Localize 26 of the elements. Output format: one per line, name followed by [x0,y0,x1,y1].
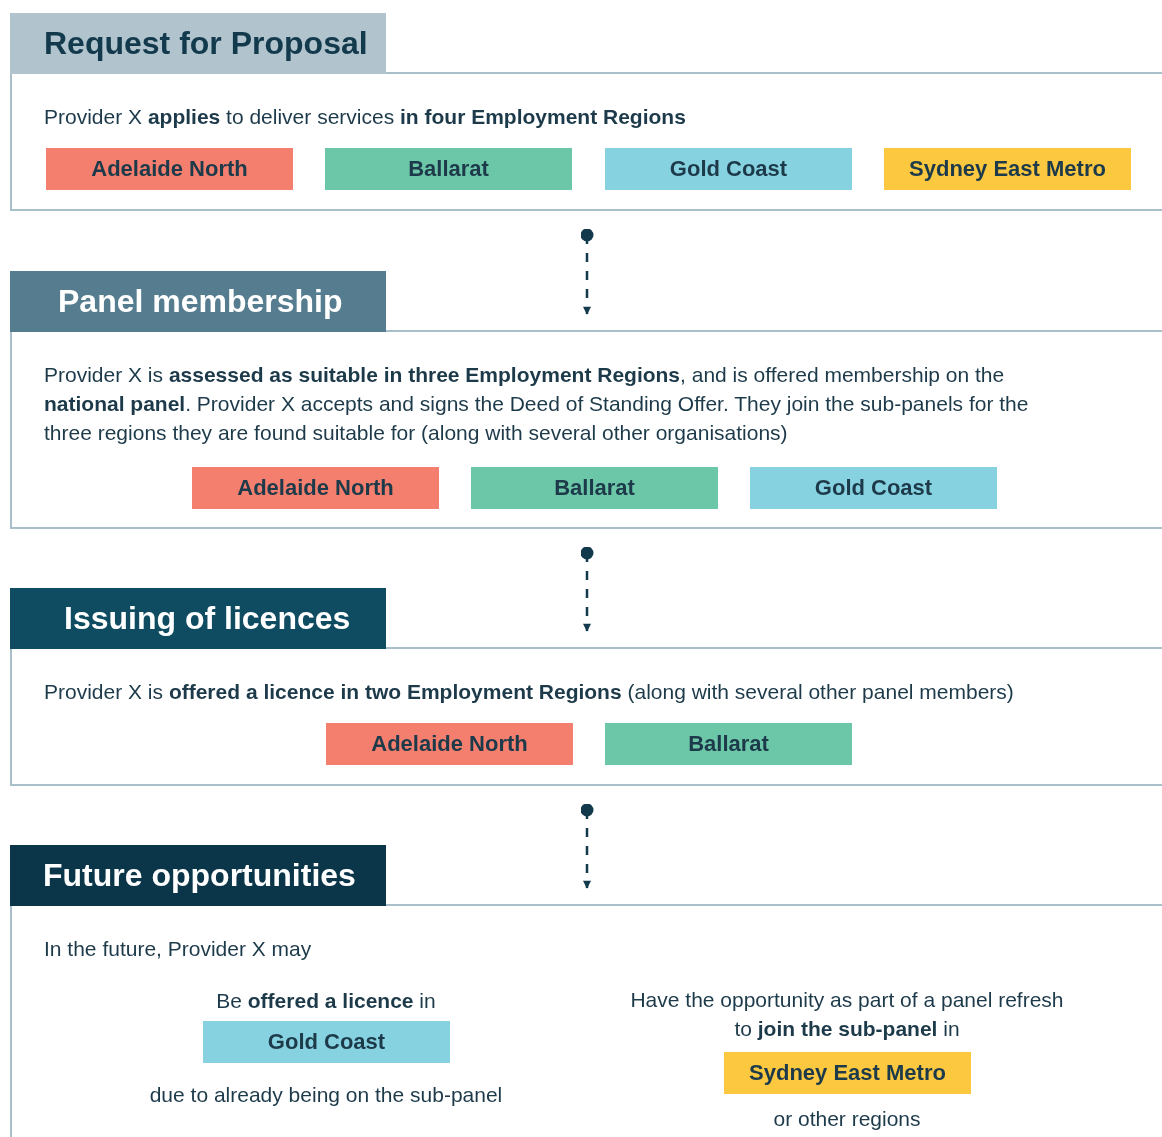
region-tag: Sydney East Metro [724,1052,971,1094]
region-tag: Gold Coast [203,1021,450,1063]
region-tag: Ballarat [325,148,572,190]
region-tag: Ballarat [605,723,852,765]
description-text: Provider X applies to deliver services in four Employment Regions [44,104,687,130]
region-tag: Ballarat [471,467,718,509]
arrow [580,803,594,889]
section-heading: Issuing of licences [10,588,386,649]
caption-text: or other regions [772,1106,922,1132]
description-text: In the future, Provider X may [44,936,313,962]
caption-text: Have the opportunity as part of a panel refresh to join the sub-panel in [629,987,1065,1042]
section-heading: Panel membership [10,271,386,332]
region-tag: Adelaide North [192,467,439,509]
region-tag: Adelaide North [326,723,573,765]
arrow [580,546,594,632]
caption-text: Be offered a licence in [215,988,437,1014]
section-heading: Request for Proposal [10,13,386,74]
arrow [580,228,594,315]
region-tag: Gold Coast [750,467,997,509]
region-tag: Gold Coast [605,148,852,190]
section-heading: Future opportunities [10,845,386,906]
description-text: Provider X is offered a licence in two Employment Regions (along with several other panel members) [44,679,1015,705]
caption-text: due to already being on the sub-panel [148,1082,504,1108]
region-tag: Sydney East Metro [884,148,1131,190]
description-text: Provider X is assessed as suitable in three Employment Regions, and is offered membership on the national panel. Provider X accepts and signs the Deed of Standing Offer. They join the sub-panels for the three regions they are found suitable for (along with several other organisations) [44,362,1030,446]
region-tag: Adelaide North [46,148,293,190]
